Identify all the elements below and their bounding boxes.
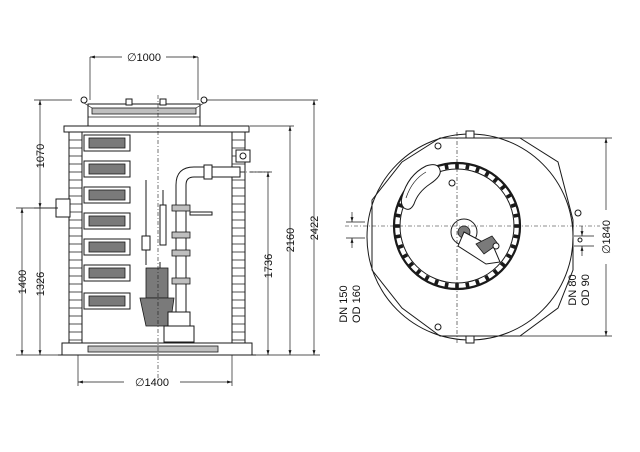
- level-sensor: [141, 180, 167, 265]
- inlet-stub: [55, 198, 71, 218]
- dim-bottom-diameter: [77, 355, 233, 386]
- dim-top-diameter: [89, 55, 199, 100]
- ring-tooth: [395, 213, 401, 218]
- label-inlet-od: OD 160: [351, 285, 363, 323]
- top-view: DN 150 OD 160 DN 80 OD 90 ∅1840: [338, 130, 613, 345]
- label-inlet-from-top: 1070: [35, 144, 47, 168]
- ring-tooth: [407, 261, 415, 268]
- ring-tooth: [505, 193, 513, 199]
- dim-right-verticals: [206, 99, 320, 356]
- pump-top-view: [450, 218, 501, 265]
- ring-teeth: [394, 163, 520, 289]
- dim-inlet-pipe: [346, 212, 365, 248]
- ring-tooth: [397, 243, 404, 250]
- ring-tooth: [499, 261, 507, 268]
- ring-tooth: [510, 243, 517, 250]
- ring-tooth: [492, 176, 499, 184]
- ring-tooth: [505, 253, 513, 259]
- ring-tooth: [424, 274, 430, 282]
- discharge-pipe: [171, 164, 270, 316]
- label-outlet-od: OD 90: [580, 274, 592, 306]
- wall-ribs: [69, 139, 245, 341]
- tank-wall-right: [231, 131, 246, 356]
- ring-tooth: [513, 234, 519, 239]
- label-outer-diameter: ∅1840: [601, 220, 613, 254]
- ring-tooth: [465, 164, 470, 170]
- label-total-height: 2422: [309, 216, 321, 240]
- ring-tooth: [444, 282, 449, 288]
- pump: [139, 262, 195, 343]
- outlet-bracket: [235, 149, 251, 163]
- label-inlet-height: 1400: [17, 270, 29, 294]
- ring-tooth: [465, 282, 470, 288]
- ring-tooth: [444, 164, 449, 170]
- ring-tooth: [484, 170, 490, 178]
- ring-tooth: [474, 279, 481, 286]
- ring-tooth: [484, 274, 490, 282]
- dim-outlet-pipe: [574, 226, 594, 256]
- label-shaft-height: 2160: [285, 228, 297, 252]
- ring-tooth: [499, 184, 507, 191]
- cover-handle: [400, 164, 441, 210]
- ring-tooth: [395, 234, 401, 239]
- dim-left-verticals: [16, 99, 72, 356]
- top-ring: [63, 125, 250, 133]
- label-outlet-height: 1736: [263, 254, 275, 278]
- ring-tooth: [513, 213, 519, 218]
- label-bottom-diameter: ∅1400: [135, 377, 169, 389]
- ring-tooth: [510, 202, 517, 209]
- label-inlet-pipe-height: 1326: [35, 272, 47, 296]
- ring-tooth: [474, 166, 481, 173]
- tank-base: [58, 342, 256, 356]
- tank-wall-left: [68, 131, 83, 356]
- tab-bottom: [465, 335, 475, 344]
- dim-outer-diameter: [520, 137, 612, 337]
- ladder-steps: [83, 134, 131, 310]
- ring-tooth: [492, 268, 499, 276]
- manhole-cover: [80, 96, 208, 127]
- side-view: ∅1000 ∅1400 1070 1400 1326 1736 2160 242…: [16, 52, 321, 389]
- label-inlet-dn: DN 150: [338, 285, 350, 322]
- ring-tooth: [433, 279, 440, 286]
- label-top-diameter: ∅1000: [127, 52, 161, 64]
- label-outlet-dn: DN 80: [567, 274, 579, 305]
- ring-tooth: [415, 268, 422, 276]
- ring-tooth: [401, 253, 409, 259]
- tab-top: [465, 130, 475, 139]
